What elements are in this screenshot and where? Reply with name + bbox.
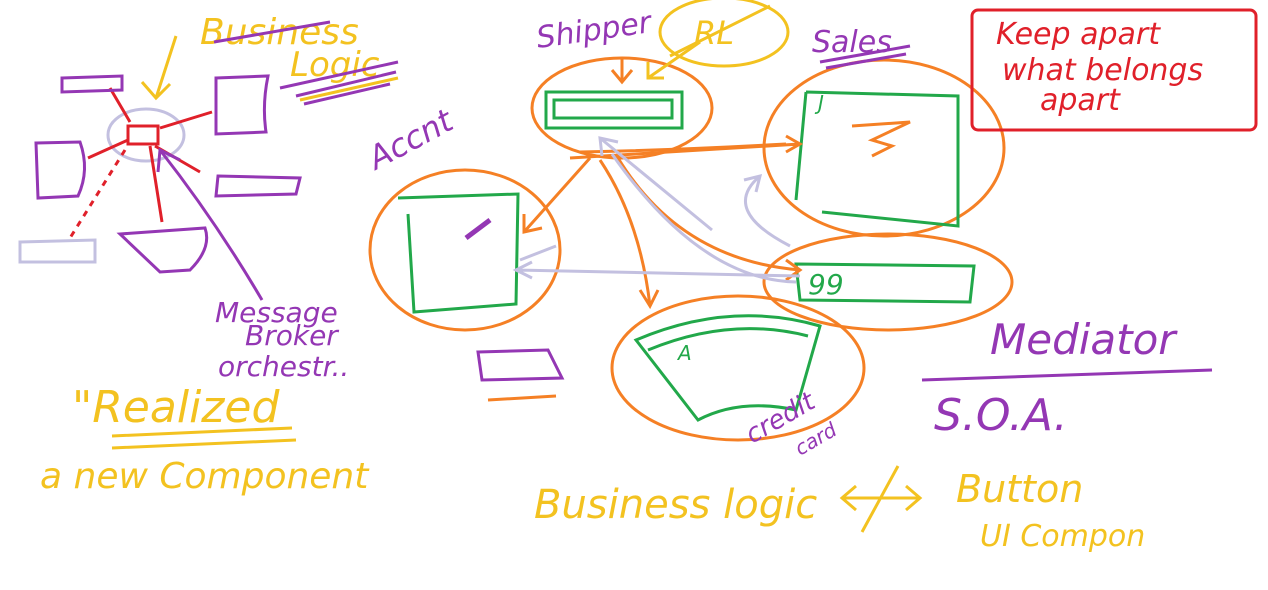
arrow: [743, 173, 791, 248]
mediator-label: Mediator: [990, 315, 1178, 364]
arrow: [646, 40, 701, 80]
message-broker-label-2: Broker: [245, 319, 339, 352]
arrow: [598, 159, 660, 310]
soa-label: S.O.A.: [934, 390, 1068, 441]
arrow: [610, 58, 634, 85]
arrow: [579, 142, 787, 154]
credit-circle: [610, 294, 866, 442]
sales-marker: J: [814, 91, 824, 115]
account-box: [397, 192, 520, 314]
realized-label: "Realized: [72, 382, 280, 433]
message-broker-label-3: orchestr..: [218, 350, 349, 383]
keep-apart-note: Keep apart what belongs apart: [970, 8, 1258, 132]
arrow: [610, 153, 797, 284]
note-frame: [970, 8, 1258, 132]
account-label: Accnt: [360, 101, 460, 178]
component-box: [60, 74, 124, 94]
note-line-1: Keep apart: [996, 17, 1161, 52]
arrow: [522, 157, 592, 234]
note-line-2: what belongs: [1002, 53, 1203, 88]
shipper-label: Shipper: [534, 5, 655, 56]
sales-circle: [762, 58, 1006, 238]
component-box: [214, 74, 270, 136]
credit-shape: [633, 314, 822, 422]
shipper-box-inner: [552, 98, 674, 120]
message-broker-label-1: Message: [215, 296, 338, 329]
rl-circle: [658, 0, 790, 68]
business-logic-title-1: Business: [200, 12, 359, 53]
hub-circle: [106, 107, 186, 163]
business-logic-label: Business logic: [534, 482, 817, 528]
middle-service-sketch: Shipper RL J Sales Accnt 99 A credit car…: [360, 0, 1014, 460]
hub-box: [126, 124, 160, 146]
new-component-label: a new Component: [40, 456, 370, 497]
account-circle: [368, 168, 562, 332]
note-line-3: apart: [1040, 83, 1121, 118]
component-box: [476, 348, 565, 382]
component-box: [116, 226, 209, 274]
shipper-box-outer: [544, 90, 684, 130]
hub-dotted-connector: [68, 149, 127, 239]
arrow: [519, 244, 557, 262]
arrow: [156, 147, 264, 301]
mediator-divider: [921, 368, 1213, 382]
value-box: [794, 262, 976, 304]
credit-marker: A: [676, 341, 692, 365]
arrow: [598, 136, 713, 232]
title-underline: [213, 20, 399, 106]
sales-box: [794, 90, 960, 228]
sales-underline: [819, 44, 911, 70]
ui-component-label: UI Compon: [980, 519, 1145, 554]
arrow: [140, 35, 178, 101]
rl-cross: [669, 4, 771, 58]
double-arrow-crossed: [839, 465, 923, 533]
component-box: [214, 174, 302, 198]
component-box: [34, 140, 86, 200]
value-99: 99: [808, 268, 844, 301]
button-label: Button: [956, 467, 1083, 511]
underline-stroke: [487, 394, 557, 402]
title-underline: [299, 76, 399, 102]
account-mark: [464, 218, 492, 240]
mediator-soa: Mediator S.O.A.: [921, 315, 1213, 441]
hub-connector: [87, 87, 213, 223]
bottom-notes: Business logic Button UI Compon: [534, 465, 1145, 554]
realized-underline: [111, 426, 297, 450]
credit-arc: [647, 327, 809, 352]
sales-label: Sales: [812, 25, 892, 60]
left-component-sketch: Business Logic Message Broker orchestr..…: [18, 12, 399, 497]
sales-squiggle: [851, 120, 911, 158]
component-box: [18, 238, 97, 264]
value-circle: [762, 232, 1014, 332]
